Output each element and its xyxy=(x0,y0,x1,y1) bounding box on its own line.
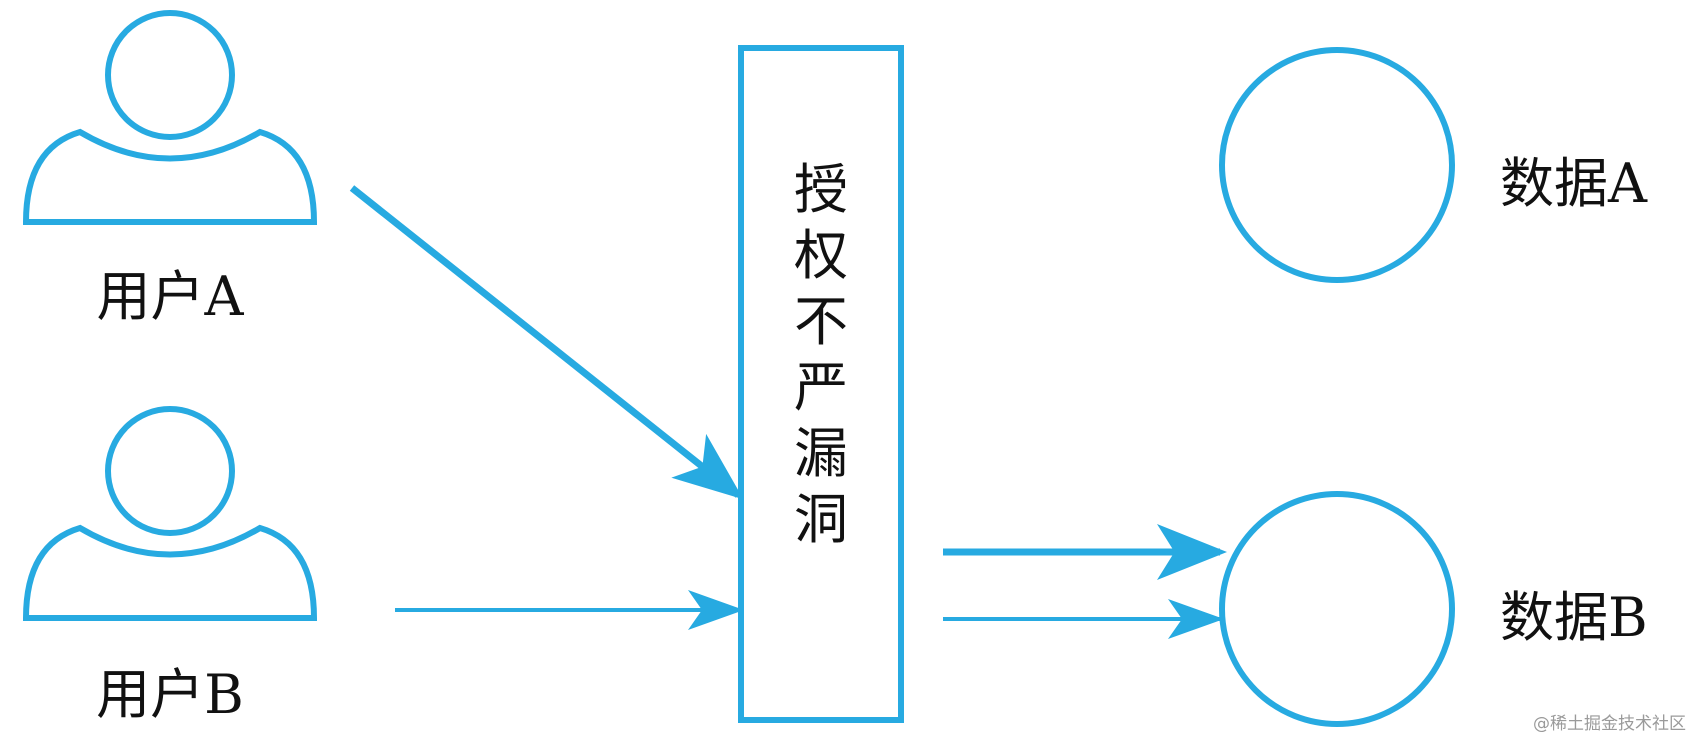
gate-box xyxy=(738,45,904,723)
gate-label-char: 洞 xyxy=(794,488,848,551)
user-a-icon xyxy=(22,10,318,225)
data-a-circle xyxy=(1219,47,1455,283)
gate-label-char: 授 xyxy=(794,158,848,221)
watermark: @稀土掘金技术社区 xyxy=(1533,714,1686,734)
user-a-label: 用户A xyxy=(97,265,245,328)
gate-label-char: 不 xyxy=(794,290,848,353)
arrow-user-a-to-gate xyxy=(349,185,744,500)
data-b-circle xyxy=(1219,491,1455,727)
gate-label-char: 权 xyxy=(794,224,848,287)
data-a-label: 数据A xyxy=(1500,152,1648,215)
user-b-label: 用户B xyxy=(96,663,244,726)
data-b-label: 数据B xyxy=(1500,586,1648,649)
gate-label-char: 漏 xyxy=(794,422,848,485)
gate-label-char: 严 xyxy=(794,356,848,419)
user-b-icon xyxy=(22,406,318,621)
